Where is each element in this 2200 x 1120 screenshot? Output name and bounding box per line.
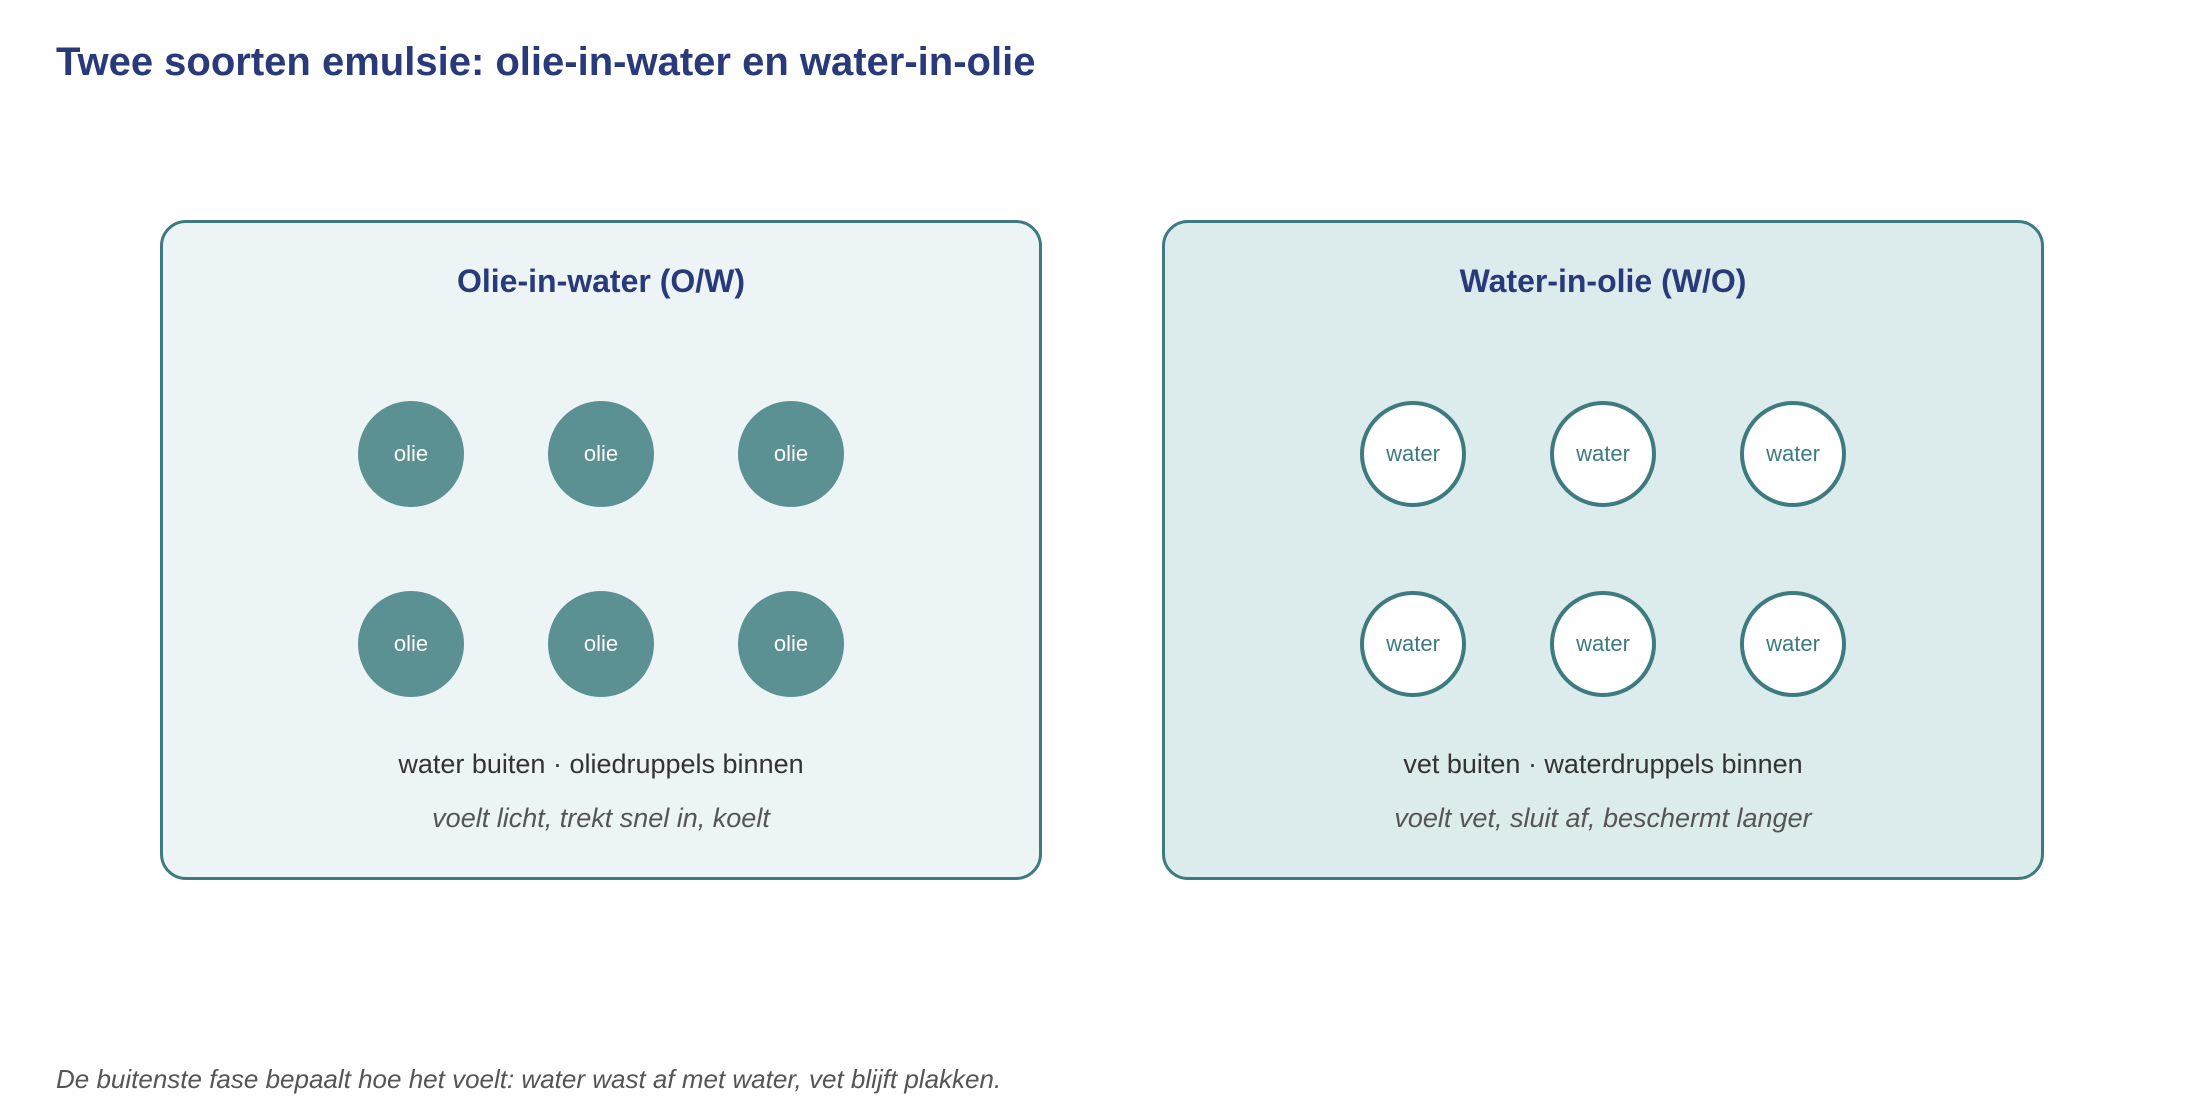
water-in-oil-title: Water-in-olie (W/O) [1459, 263, 1747, 299]
water-droplet-grid: water water water water water water [1360, 401, 1846, 697]
page-title: Twee soorten emulsie: olie-in-water en w… [56, 40, 1036, 84]
oil-in-water-title: Olie-in-water (O/W) [457, 263, 745, 299]
water-droplet: water [1550, 401, 1656, 507]
water-in-oil-panel: Water-in-olie (W/O) water water water wa… [1162, 220, 2044, 880]
water-in-oil-description: vet buiten · waterdruppels binnen [1403, 749, 1803, 779]
water-droplet: water [1550, 591, 1656, 697]
oil-droplet: olie [358, 401, 464, 507]
footnote: De buitenste fase bepaalt hoe het voelt:… [56, 1064, 1002, 1094]
oil-droplet: olie [358, 591, 464, 697]
water-droplet: water [1740, 401, 1846, 507]
oil-droplet: olie [548, 401, 654, 507]
oil-droplet: olie [548, 591, 654, 697]
water-droplet: water [1360, 591, 1466, 697]
water-droplet: water [1740, 591, 1846, 697]
oil-droplet-grid: olie olie olie olie olie olie [358, 401, 844, 697]
oil-droplet: olie [738, 591, 844, 697]
oil-droplet: olie [738, 401, 844, 507]
oil-in-water-description: water buiten · oliedruppels binnen [398, 749, 804, 779]
water-in-oil-feel: voelt vet, sluit af, beschermt langer [1394, 803, 1812, 833]
oil-in-water-panel: Olie-in-water (O/W) olie olie olie olie … [160, 220, 1042, 880]
oil-in-water-feel: voelt licht, trekt snel in, koelt [432, 803, 770, 833]
water-droplet: water [1360, 401, 1466, 507]
